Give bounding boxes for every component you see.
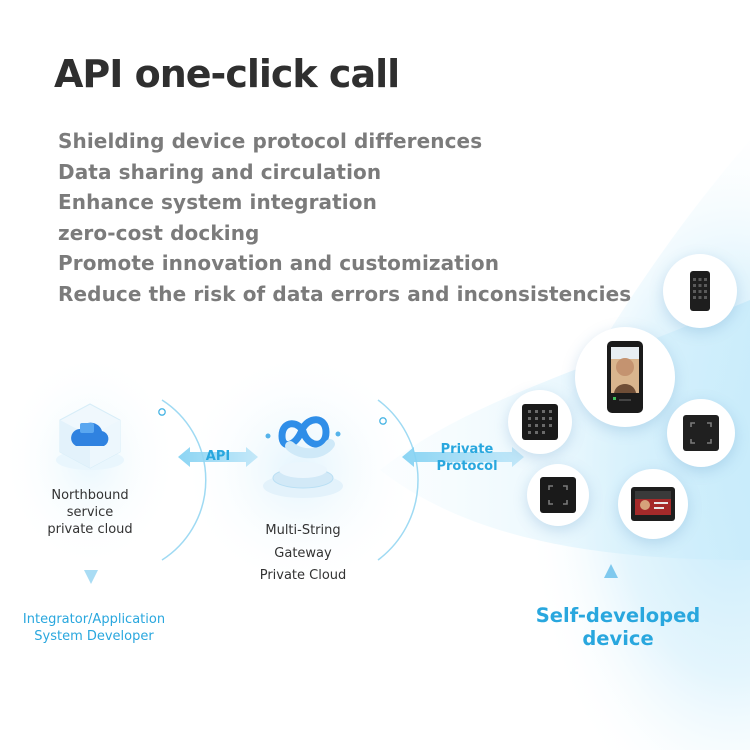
private-protocol-label: Private Protocol bbox=[436, 442, 498, 474]
card-reader-icon bbox=[508, 390, 572, 454]
protocol-double-arrow bbox=[402, 447, 524, 467]
api-double-arrow bbox=[178, 447, 258, 467]
qr-reader-icon bbox=[527, 464, 589, 526]
up-arrow-icon bbox=[604, 564, 618, 578]
feature-item: Shielding device protocol differences bbox=[58, 129, 483, 153]
cloud-cube-icon bbox=[56, 403, 124, 470]
feature-list: Shielding device protocol differences Da… bbox=[58, 126, 631, 309]
keypad-device-icon bbox=[663, 254, 737, 328]
feature-item: zero-cost docking bbox=[58, 220, 260, 245]
self-developed-label: Self-developed device bbox=[535, 604, 701, 650]
face-terminal-icon bbox=[575, 327, 675, 427]
api-label: API bbox=[205, 449, 231, 464]
access-panel-icon bbox=[667, 399, 735, 467]
northbound-label: Northbound service private cloud bbox=[47, 488, 133, 537]
screen-terminal-icon bbox=[618, 469, 688, 539]
feature-item: Enhance system integration bbox=[58, 190, 377, 214]
integrator-label: Integrator/Application System Developer bbox=[22, 612, 166, 644]
gateway-label: Multi-String Gateway Private Cloud bbox=[259, 523, 347, 583]
feature-item: Reduce the risk of data errors and incon… bbox=[58, 281, 632, 306]
page-title: API one-click call bbox=[54, 52, 400, 96]
feature-item: Data sharing and circulation bbox=[58, 159, 382, 184]
down-arrow-icon bbox=[84, 570, 98, 584]
feature-item: Promote innovation and customization bbox=[58, 251, 500, 275]
gateway-link-icon bbox=[263, 416, 343, 498]
